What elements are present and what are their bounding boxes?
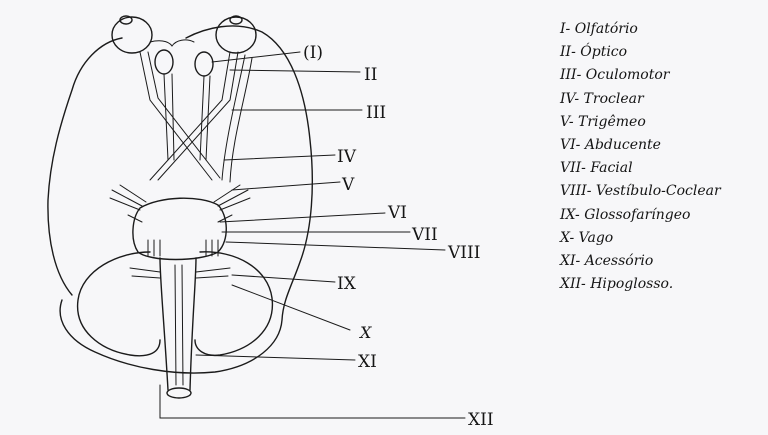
legend-name: Vago bbox=[578, 229, 614, 246]
legend-numeral: X bbox=[560, 229, 570, 246]
legend-name: Acessório bbox=[584, 253, 654, 270]
legend-numeral: XI bbox=[560, 253, 576, 270]
legend-name: Facial bbox=[590, 160, 633, 177]
spinal-cord-section bbox=[166, 387, 192, 399]
legend-name: Abducente bbox=[584, 137, 661, 154]
legend-numeral: XII bbox=[560, 276, 582, 293]
label-nerve-x: X bbox=[358, 323, 372, 342]
label-nerve-xi: XI bbox=[358, 352, 377, 372]
cerebellum-left bbox=[76, 251, 161, 357]
legend-item: VII- Facial bbox=[560, 160, 633, 177]
label-nerve-iv: IV bbox=[337, 147, 357, 167]
legend-item: IV- Troclear bbox=[560, 90, 644, 107]
legend-name: Hipoglosso. bbox=[590, 276, 674, 293]
legend-name: Vestíbulo-Coclear bbox=[595, 183, 721, 200]
legend-name: Oculomotor bbox=[585, 67, 670, 84]
cerebellum-right bbox=[194, 251, 274, 357]
legend-numeral: III bbox=[560, 67, 577, 84]
legend-name: Glossofaríngeo bbox=[584, 206, 691, 223]
legend-item: IX- Glossofaríngeo bbox=[560, 206, 691, 223]
label-nerve-vi: VI bbox=[387, 203, 407, 223]
label-nerve-ix: IX bbox=[337, 274, 357, 294]
legend-name: Trigêmeo bbox=[578, 113, 646, 130]
left-eye-pupil bbox=[119, 15, 133, 25]
legend-item: XI- Acessório bbox=[560, 253, 654, 270]
label-nerve-viii: VIII bbox=[447, 243, 480, 263]
legend-numeral: VII bbox=[560, 160, 582, 177]
legend-name: Olfatório bbox=[574, 21, 638, 37]
label-nerve-vii: VII bbox=[411, 225, 438, 245]
legend-numeral: IV bbox=[560, 90, 575, 107]
right-eye bbox=[215, 16, 257, 54]
legend-numeral: V bbox=[560, 113, 569, 130]
label-nerve-iii: III bbox=[366, 103, 386, 123]
cranial-nerve-legend: I- Olfatório II- Óptico III- Oculomotor … bbox=[560, 18, 765, 296]
label-nerve-xii: XII bbox=[468, 410, 494, 430]
legend-item: VIII- Vestíbulo-Coclear bbox=[560, 183, 721, 200]
legend-item: II- Óptico bbox=[560, 44, 628, 61]
legend-item: V- Trigêmeo bbox=[560, 113, 646, 130]
legend-name: Troclear bbox=[583, 90, 644, 107]
label-nerve-i: (I) bbox=[303, 43, 323, 63]
leader-lines bbox=[159, 51, 466, 419]
cerebrum-outline bbox=[47, 25, 313, 374]
legend-item: XII- Hipoglosso. bbox=[560, 276, 674, 293]
legend-numeral: I bbox=[560, 21, 566, 37]
right-olfactory-bulb bbox=[194, 51, 214, 77]
legend-numeral: VI bbox=[560, 137, 576, 154]
medulla bbox=[159, 257, 197, 391]
legend-item: III- Oculomotor bbox=[560, 67, 670, 84]
legend-numeral: II bbox=[560, 44, 572, 61]
lower-nerve-roots bbox=[129, 239, 231, 279]
legend-item: X- Vago bbox=[560, 229, 614, 246]
legend-numeral: IX bbox=[560, 206, 575, 223]
left-olfactory-bulb bbox=[154, 49, 174, 75]
medulla-fissure bbox=[174, 264, 184, 386]
optic-nerves bbox=[139, 51, 239, 181]
interhemispheric-notch bbox=[149, 39, 195, 47]
left-eye bbox=[111, 16, 153, 54]
right-eye-pupil bbox=[229, 15, 243, 25]
legend-numeral: VIII bbox=[560, 183, 587, 200]
trigeminal-roots bbox=[109, 184, 251, 223]
label-nerve-ii: II bbox=[364, 65, 377, 85]
label-nerve-v: V bbox=[341, 175, 355, 195]
legend-name: Óptico bbox=[580, 44, 628, 61]
legend-item: VI- Abducente bbox=[560, 137, 661, 154]
legend-item: I- Olfatório bbox=[560, 21, 638, 37]
